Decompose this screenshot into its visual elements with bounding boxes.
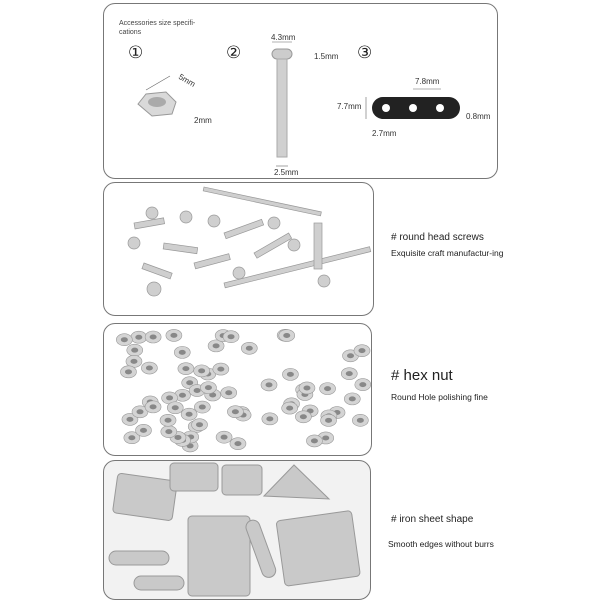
hex-nut	[298, 381, 316, 395]
hex-nut	[222, 330, 240, 343]
hex-nut	[220, 386, 238, 400]
hex-nut	[306, 434, 323, 448]
hex-nut	[282, 368, 299, 381]
hex-nut	[215, 430, 233, 444]
section-title-nuts: # hex nut	[391, 367, 453, 384]
hex-nut	[135, 424, 152, 437]
hex-nut	[261, 412, 279, 426]
iron-sheets-image	[108, 462, 361, 597]
section-title-screws: # round head screws	[391, 232, 484, 243]
hex-nut	[193, 364, 210, 378]
specs-panel: Accessories size specifi-cations ① ② ③ 5…	[103, 3, 498, 179]
specs-heading: Accessories size specifi-cations	[119, 20, 196, 36]
hex-nut	[173, 346, 191, 359]
hex-nut	[229, 437, 247, 450]
section-subtitle-screws: Exquisite craft manufactur-ing	[391, 248, 504, 258]
parts-illustration	[137, 41, 460, 167]
hex-nut	[177, 362, 195, 375]
hex-nut	[166, 401, 184, 415]
hex-nut	[180, 407, 198, 421]
dim-label: 4.3mm	[271, 33, 296, 42]
hex-nut	[227, 405, 244, 419]
hex-nut	[165, 329, 183, 342]
screw-image	[271, 41, 293, 167]
spec-number-3: ③	[357, 43, 373, 62]
hex-nut-image	[137, 75, 177, 117]
hex-nut	[191, 418, 208, 432]
hex-nut	[144, 330, 162, 344]
hex-nut	[352, 414, 369, 427]
hex-nut	[126, 343, 144, 357]
hex-nut	[354, 378, 371, 391]
sheets-photo	[103, 460, 371, 600]
hex-nut	[340, 367, 358, 380]
hex-nut	[278, 329, 296, 342]
hex-nut	[207, 339, 225, 353]
hex-nut	[295, 410, 312, 424]
hex-nut	[125, 355, 143, 368]
screws-image	[127, 186, 372, 297]
hex-nut	[200, 381, 217, 394]
dim-label: 2.5mm	[274, 168, 299, 177]
dim-label: 1.5mm	[314, 52, 339, 61]
hex-nut	[241, 341, 258, 355]
hex-nut	[141, 361, 158, 375]
hex-nuts-image	[116, 329, 371, 453]
hex-nut	[130, 330, 148, 344]
hex-nut	[121, 413, 139, 426]
spec-number-2: ②	[226, 43, 242, 62]
hex-nut	[353, 344, 371, 357]
hex-nut	[194, 400, 211, 414]
hex-nut	[174, 388, 191, 402]
dim-label: 7.8mm	[415, 77, 440, 86]
dim-label: 0.8mm	[466, 112, 491, 121]
hex-nut	[116, 333, 133, 346]
hex-nut	[212, 362, 230, 376]
hex-nut	[320, 414, 337, 427]
hex-nut	[159, 413, 177, 427]
section-subtitle-nuts: Round Hole polishing fine	[391, 392, 488, 402]
hex-nut	[144, 400, 162, 414]
dim-label: 7.7mm	[337, 102, 362, 111]
spec-number-1: ①	[128, 43, 144, 62]
hex-nut	[160, 425, 178, 438]
iron-strip-image	[365, 88, 460, 119]
nuts-photo	[103, 323, 372, 456]
hex-nut	[260, 378, 278, 392]
section-title-sheets: # iron sheet shape	[391, 514, 474, 525]
hex-nut	[281, 401, 298, 415]
screws-photo	[103, 182, 374, 316]
hex-nut	[120, 365, 137, 379]
hex-nut	[343, 392, 361, 406]
dim-label: 2mm	[194, 116, 212, 125]
hex-nut	[319, 382, 336, 395]
section-subtitle-sheets: Smooth edges without burrs	[388, 539, 494, 549]
hex-nut	[123, 431, 141, 445]
dim-label: 2.7mm	[372, 129, 397, 138]
